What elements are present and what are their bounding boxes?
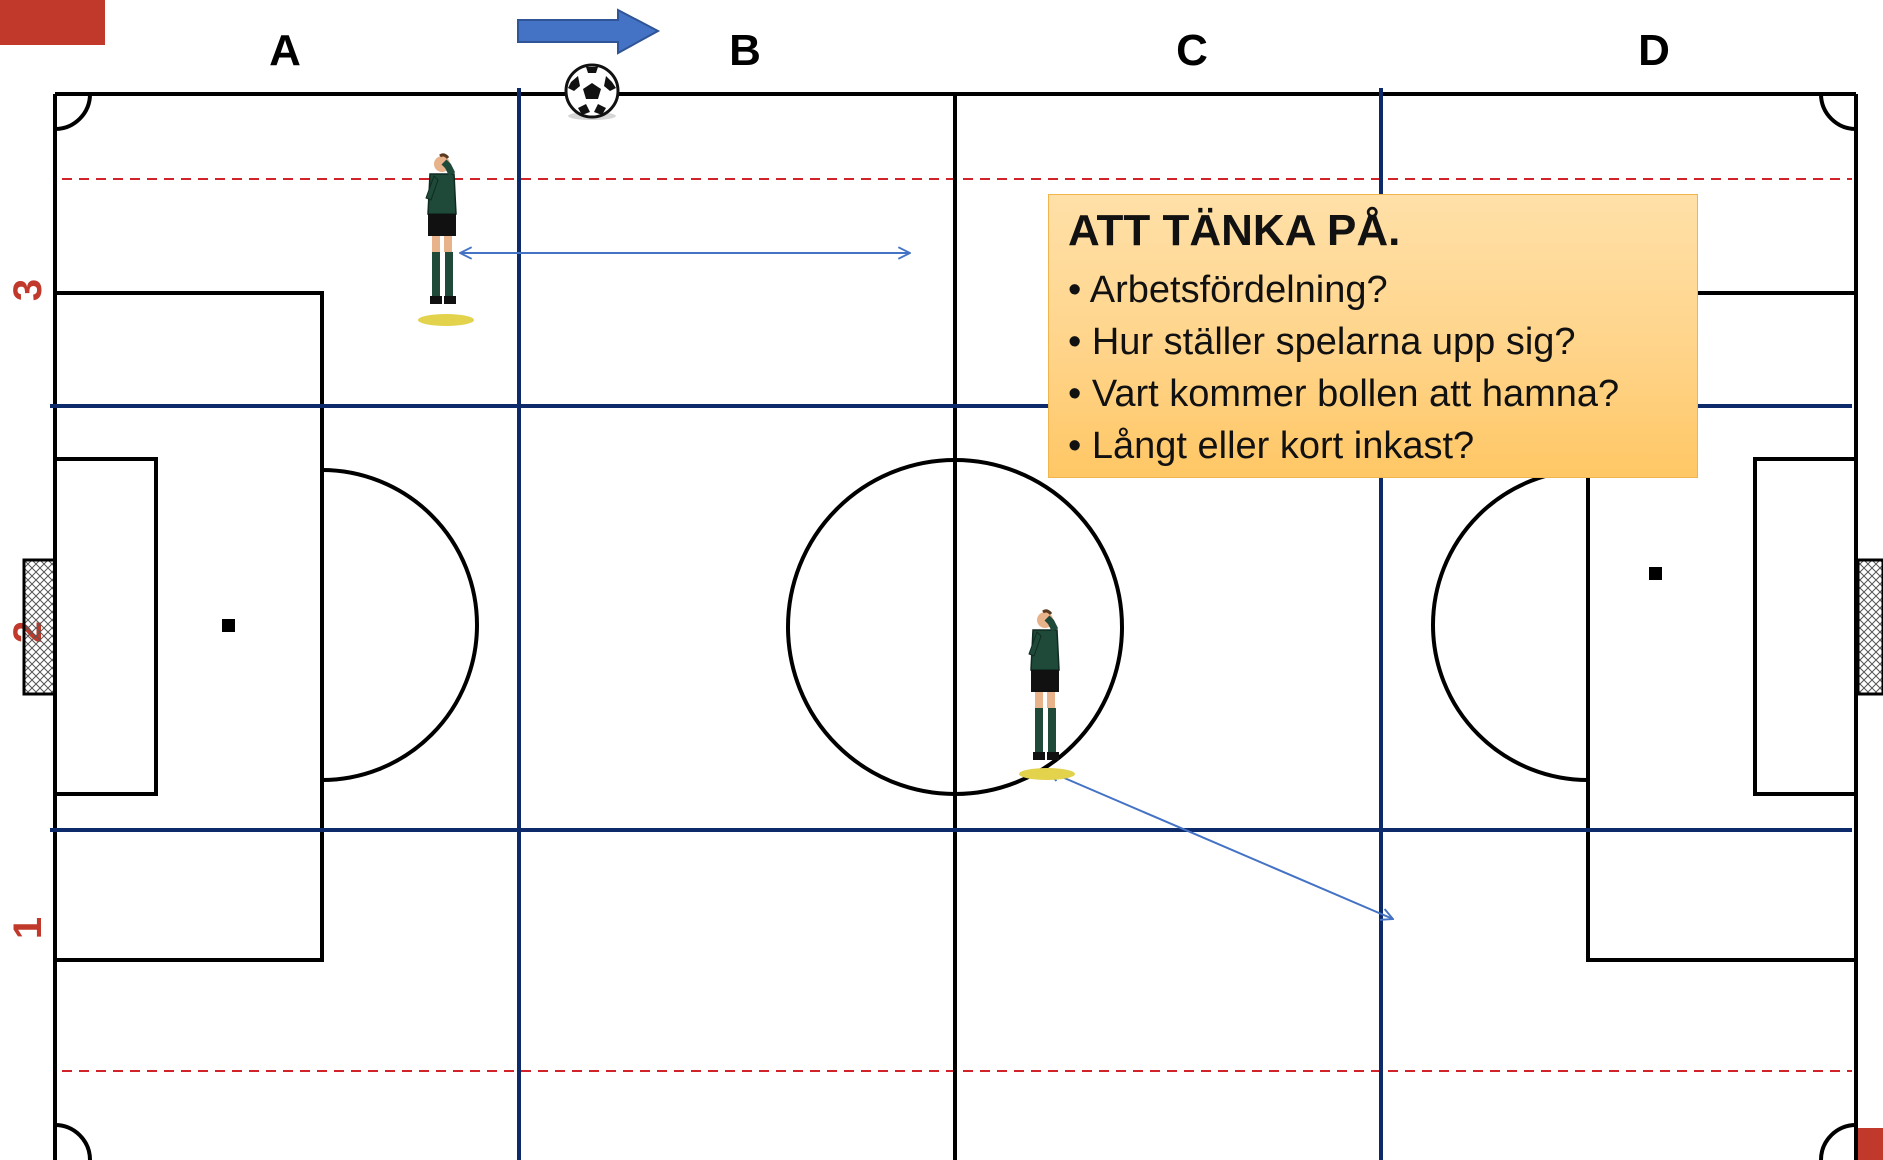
note-list: • Arbetsfördelning? • Hur ställer spelar… bbox=[1068, 264, 1708, 472]
corner-arc-bottom-left bbox=[54, 1123, 92, 1160]
column-label-a: A bbox=[269, 26, 301, 75]
penalty-spot-left bbox=[222, 619, 235, 632]
note-item-arbetsfordelning: • Arbetsfördelning? bbox=[1068, 269, 1388, 311]
movement-arrow-diagonal bbox=[1048, 771, 1393, 919]
goal-area-right bbox=[1753, 457, 1856, 796]
penalty-area-left bbox=[55, 291, 324, 962]
note-box bbox=[1048, 194, 1698, 478]
referee-icon bbox=[1019, 609, 1075, 780]
column-label-c: C bbox=[1176, 26, 1208, 75]
column-label-d: D bbox=[1638, 26, 1670, 75]
note-item-inkast: • Långt eller kort inkast? bbox=[1068, 425, 1475, 467]
corner-arc-top-left bbox=[54, 93, 92, 131]
note-item-bollen: • Vart kommer bollen att hamna? bbox=[1068, 373, 1620, 415]
corner-arc-top-right bbox=[1819, 93, 1857, 131]
penalty-arc-right bbox=[1431, 468, 1589, 782]
penalty-area-right bbox=[1586, 291, 1856, 962]
corner-tab-bottom-right bbox=[1858, 1128, 1883, 1160]
referee-icon bbox=[418, 153, 474, 326]
column-label-b: B bbox=[729, 26, 761, 75]
soccer-ball-icon bbox=[564, 63, 620, 120]
corner-arc-bottom-right bbox=[1819, 1123, 1857, 1160]
corner-tab-top-left bbox=[0, 0, 105, 45]
goal-right bbox=[1856, 558, 1883, 696]
penalty-arc-left bbox=[321, 468, 479, 782]
penalty-spot-right bbox=[1649, 567, 1662, 580]
arrow-right-icon bbox=[517, 8, 661, 55]
note-title: ATT TÄNKA PÅ. bbox=[1068, 206, 1401, 255]
centre-circle bbox=[786, 458, 1124, 796]
goal-area-left bbox=[55, 457, 158, 796]
goal-left bbox=[22, 558, 57, 696]
note-item-uppstallning: • Hur ställer spelarna upp sig? bbox=[1068, 321, 1576, 363]
